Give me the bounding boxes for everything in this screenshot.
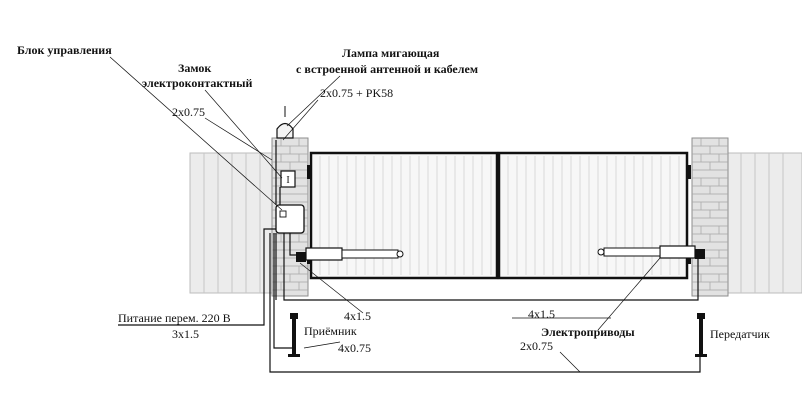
transmitter-post-icon (695, 313, 707, 357)
label-cable-transmitter: 2x0.75 (520, 339, 553, 353)
label-actuators: Электроприводы (541, 325, 635, 339)
label-lamp-line2: с встроенной антенной и кабелем (296, 62, 478, 76)
label-transmitter: Передатчик (710, 327, 770, 341)
control-unit-box-icon (275, 204, 305, 234)
label-lock-line2: электроконтактный (142, 76, 252, 90)
label-control-unit: Блок управления (17, 43, 112, 57)
flashing-lamp-icon (276, 106, 294, 139)
left-fence (189, 152, 273, 294)
label-lock-line1: Замок (178, 61, 211, 75)
gate-leaf-right (497, 151, 689, 280)
cables (118, 140, 701, 373)
receiver-post-icon (288, 313, 300, 357)
actuator-left-icon (296, 247, 404, 262)
label-cable-lamp: 2x0.75 + PK58 (320, 86, 393, 100)
actuator-right-icon (597, 245, 705, 259)
label-cable-motor-left: 4x1.5 (344, 309, 371, 323)
label-power-cable: 3x1.5 (172, 327, 199, 341)
label-power: Питание перем. 220 В (118, 311, 231, 325)
electric-lock-icon: I (280, 170, 296, 188)
label-receiver: Приёмник (304, 324, 357, 338)
label-cable-lock: 2x0.75 (172, 105, 205, 119)
label-cable-receiver: 4x0.75 (338, 341, 371, 355)
label-lamp-line1: Лампа мигающая (342, 46, 440, 60)
right-fence (726, 152, 802, 294)
label-cable-motor-right: 4x1.5 (528, 307, 555, 321)
lock-marker: I (286, 175, 289, 186)
leader-lines (109, 56, 661, 373)
